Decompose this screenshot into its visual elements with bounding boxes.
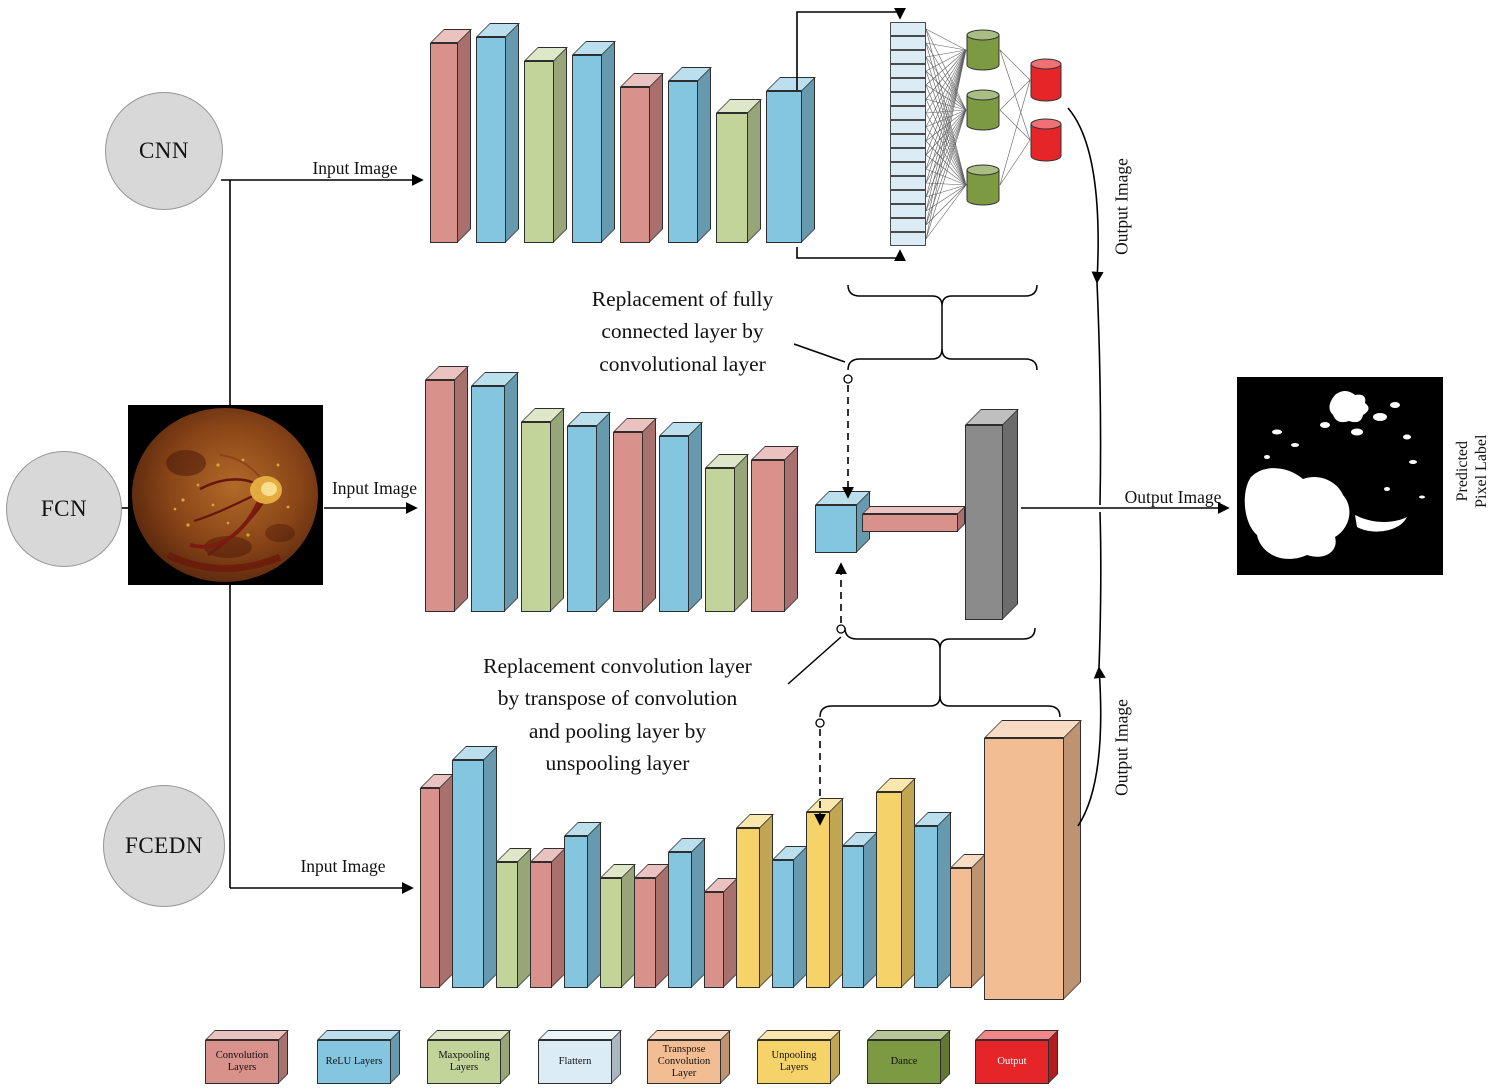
replacement-top-annotation: Replacement of fully connected layer by … — [591, 287, 774, 376]
fcedn-conv-layer — [704, 878, 738, 988]
fcn-relu-layer — [471, 372, 519, 612]
fcedn-conv-layer — [530, 848, 566, 988]
fcn-conv-layer — [751, 446, 799, 612]
cnn-maxpool-layer — [524, 47, 568, 243]
fcn-conv-layer — [425, 366, 469, 612]
legend-box-maxpool: Maxpooling Layers — [427, 1030, 511, 1084]
flatten-cell — [890, 162, 926, 176]
fcn-node-label: FCN — [40, 496, 88, 521]
flatten-cell — [890, 176, 926, 190]
fcedn-unpool-layer — [806, 798, 844, 988]
cnn-input-image-label: Input Image — [312, 158, 398, 178]
fcedn-node-label: FCEDN — [125, 833, 203, 858]
legend-label-maxpool: Maxpooling Layers — [438, 1049, 490, 1073]
fcedn-relu-layer — [668, 838, 706, 988]
cnn-maxpool-layer — [716, 99, 762, 243]
flatten-cell — [890, 22, 926, 36]
predicted-pixel-label: Predicted Pixel Label — [1453, 434, 1490, 508]
cnn-output-image-label: Output Image — [1111, 158, 1132, 255]
fcedn-relu-layer — [914, 812, 952, 988]
legend-label-flatten: Flattern — [558, 1055, 592, 1067]
legend-box-conv: Convolution Layers — [205, 1030, 289, 1084]
legend-box-dense: Dance — [867, 1030, 951, 1084]
flatten-cell — [890, 92, 926, 106]
cnn-conv-layer — [620, 73, 664, 243]
fcedn-relu-layer — [452, 746, 498, 988]
flatten-cell — [890, 36, 926, 50]
legend-label-relu: ReLU Layers — [325, 1055, 383, 1067]
legend-label-conv: Convolution Layers — [215, 1049, 269, 1073]
fcn-feature-bar — [862, 506, 966, 532]
fcn-conv-layer — [613, 418, 657, 612]
fcn-1x1-conv-cube — [815, 491, 871, 553]
fcn-relu-layer — [567, 412, 611, 612]
legend-label-output: Output — [997, 1055, 1027, 1067]
fcedn-node: FCEDN — [103, 785, 225, 907]
cnn-node-label: CNN — [138, 138, 190, 163]
legend-label-transpose: Transpose Convolution Layer — [657, 1043, 711, 1080]
cnn-relu-layer — [766, 77, 816, 243]
flatten-cell — [890, 204, 926, 218]
flatten-cell — [890, 148, 926, 162]
legend-box-output: Output — [975, 1030, 1059, 1084]
cnn-relu-layer — [476, 23, 520, 243]
fcedn-input-image-label: Input Image — [300, 856, 386, 876]
fcedn-unpool-layer — [876, 778, 916, 988]
flatten-cell — [890, 106, 926, 120]
flatten-cell — [890, 232, 926, 246]
fcedn-relu-layer — [772, 846, 808, 988]
fcedn-conv-layer — [420, 774, 454, 988]
fcn-maxpool-layer — [521, 408, 565, 612]
flatten-cell — [890, 120, 926, 134]
flatten-cell — [890, 134, 926, 148]
legend-box-flatten: Flattern — [538, 1030, 622, 1084]
fcedn-maxpool-layer — [600, 864, 636, 988]
cnn-node: CNN — [105, 92, 223, 210]
fcedn-relu-layer — [842, 832, 878, 988]
legend-label-dense: Dance — [890, 1055, 918, 1067]
fcn-relu-layer — [659, 422, 703, 612]
fundus-input-image — [128, 405, 323, 585]
flatten-cell — [890, 78, 926, 92]
replacement-bottom-annotation: Replacement convolution layer by transpo… — [483, 654, 752, 775]
fcedn-maxpool-layer — [496, 848, 532, 988]
fcn-output-block — [965, 409, 1019, 620]
legend-box-unpool: Unpooling Layers — [757, 1030, 841, 1084]
flatten-cell — [890, 218, 926, 232]
fcn-node: FCN — [6, 451, 122, 567]
fcedn-output-image-label: Output Image — [1111, 699, 1132, 796]
fcn-output-image-label: Output Image — [1124, 487, 1222, 507]
cnn-relu-layer — [572, 41, 616, 243]
fcn-input-image-label: Input Image — [331, 478, 418, 498]
flatten-cell — [890, 64, 926, 78]
fcedn-relu-layer — [564, 822, 602, 988]
fcedn-conv-layer — [634, 864, 670, 988]
fcedn-transpose-layer — [950, 854, 986, 988]
legend-box-relu: ReLU Layers — [317, 1030, 401, 1084]
fcedn-unpool-layer — [736, 814, 774, 988]
fcedn-transpose-layer — [984, 720, 1082, 1000]
flatten-cell — [890, 50, 926, 64]
legend-label-unpool: Unpooling Layers — [771, 1049, 817, 1073]
legend-box-transpose: Transpose Convolution Layer — [647, 1030, 731, 1084]
cnn-relu-layer — [668, 67, 712, 243]
cnn-conv-layer — [430, 29, 472, 243]
predicted-output-image — [1237, 377, 1443, 575]
flatten-cell — [890, 190, 926, 204]
fcn-maxpool-layer — [705, 454, 749, 612]
